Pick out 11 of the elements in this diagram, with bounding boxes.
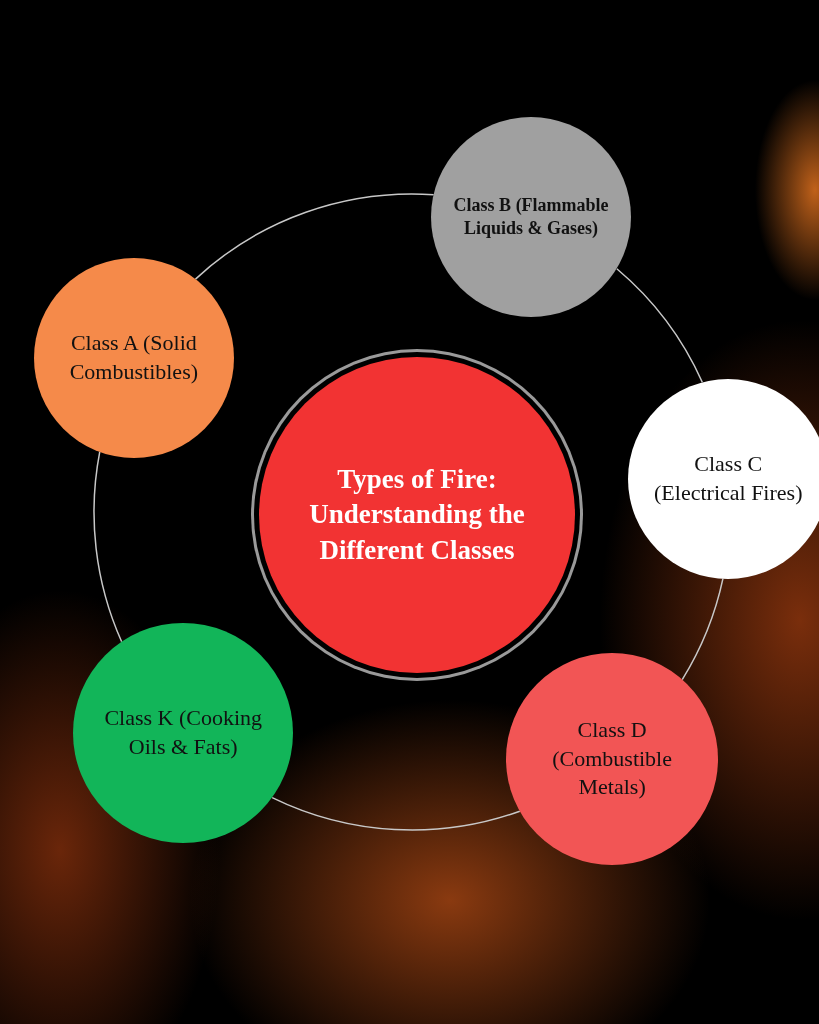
node-label: Class A (Solid Combustibles): [68, 329, 200, 386]
node-label: Class B (Flammable Liquids & Gases): [452, 193, 610, 241]
node-label: Class C (Electrical Fires): [653, 450, 804, 507]
title-text: Types of Fire: Understanding the Different Classes: [308, 463, 526, 567]
node-label: Class K (Cooking Oils & Fats): [103, 704, 264, 761]
ring-connector: [194, 193, 435, 280]
ring-connector: [271, 796, 521, 831]
ring-connector: [616, 268, 704, 383]
node-label: Class D (Combustible Metals): [551, 716, 673, 802]
ring-connector: [93, 451, 123, 643]
ring-connector: [681, 577, 724, 681]
